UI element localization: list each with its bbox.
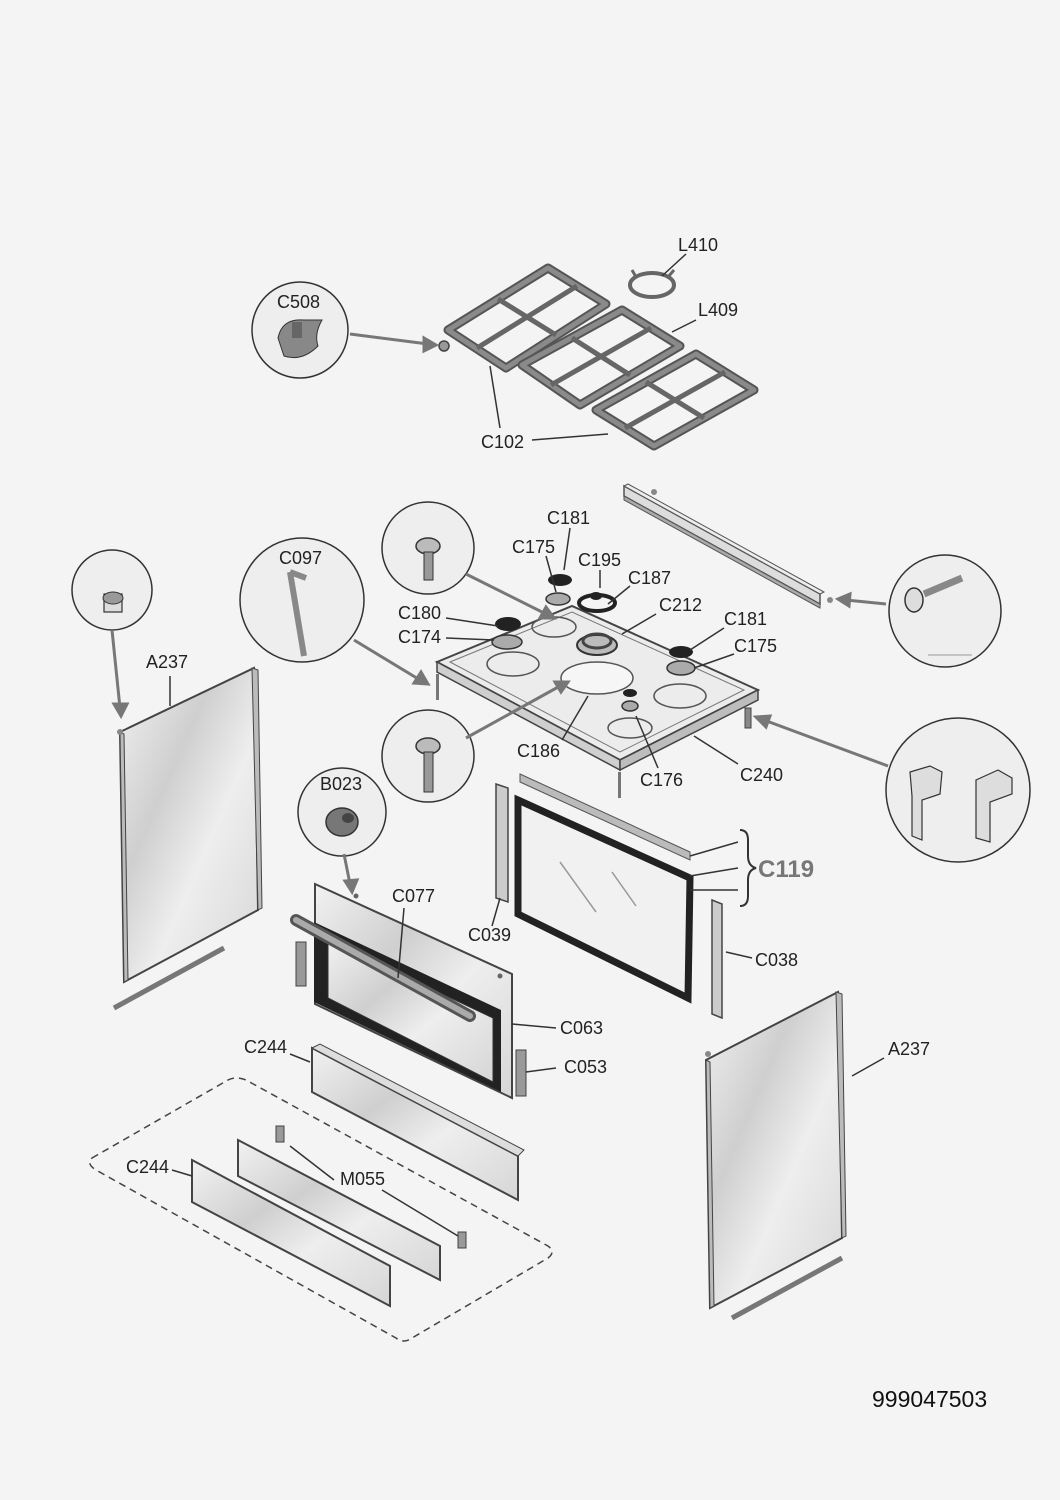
label-c187: C187 (628, 568, 671, 588)
label-c181-a: C181 (547, 508, 590, 528)
pan-support-middle (517, 305, 685, 410)
label-c175-a: C175 (512, 537, 555, 557)
label-l410: L410 (678, 235, 718, 255)
drawer-front (191, 1158, 391, 1308)
door-profile-left (495, 782, 509, 904)
leader-lines (169, 253, 885, 1237)
detail-clip (71, 549, 153, 631)
burner-head-right (666, 646, 696, 676)
label-c186: C186 (517, 741, 560, 761)
label-c039: C039 (468, 925, 511, 945)
drawer-frame (237, 1125, 467, 1282)
detail-b023 (297, 767, 387, 857)
label-c063: C063 (560, 1018, 603, 1038)
label-a237-right: A237 (888, 1039, 930, 1059)
label-c195: C195 (578, 550, 621, 570)
door-profile-right (711, 898, 723, 1020)
label-c102: C102 (481, 432, 524, 452)
label-c212: C212 (659, 595, 702, 615)
burner-head-front (621, 689, 639, 712)
label-b023: B023 (320, 774, 362, 794)
detail-brackets (885, 717, 1031, 863)
label-c077: C077 (392, 886, 435, 906)
label-c244-lower: C244 (126, 1157, 169, 1177)
label-c180: C180 (398, 603, 441, 623)
burner-head-rear (545, 574, 602, 606)
label-c119: C119 (758, 856, 814, 883)
document-number: 999047503 (872, 1386, 988, 1412)
detail-screw-bottom (381, 709, 475, 803)
detail-bolt (888, 554, 1002, 668)
burner-head-large (576, 593, 618, 656)
label-c175-b: C175 (734, 636, 777, 656)
detail-c097 (239, 537, 365, 663)
side-panel-right (704, 990, 847, 1321)
label-c097: C097 (279, 548, 322, 568)
label-c181-b: C181 (724, 609, 767, 629)
detail-c508 (251, 281, 349, 379)
c119-brace (739, 829, 757, 907)
cooktop (434, 574, 761, 798)
oven-door (290, 882, 527, 1100)
label-c053: C053 (564, 1057, 607, 1077)
label-c038: C038 (755, 950, 798, 970)
callout-arrows (110, 332, 889, 896)
label-c174: C174 (398, 627, 441, 647)
label-c176: C176 (640, 770, 683, 790)
optional-drawer-boundary (89, 1077, 553, 1342)
rear-upstand (622, 483, 833, 609)
label-l409: L409 (698, 300, 738, 320)
rubber-foot (438, 340, 450, 352)
label-c508: C508 (277, 292, 320, 312)
detail-screw-top (381, 501, 475, 595)
part-labels: L410 L409 C508 C102 C181 C175 C195 C187 … (126, 235, 930, 1189)
pan-support-left (443, 263, 611, 373)
pan-support-right (591, 349, 759, 451)
label-c240: C240 (740, 765, 783, 785)
wok-ring (628, 269, 676, 299)
plinth-panel (310, 1043, 525, 1202)
label-m055: M055 (340, 1169, 385, 1189)
door-handle (290, 914, 476, 1022)
label-c244-upper: C244 (244, 1037, 287, 1057)
inner-door-glass (514, 773, 694, 1004)
side-panel-left (112, 666, 263, 1011)
label-a237-left: A237 (146, 652, 188, 672)
burner-head-left (491, 617, 523, 650)
